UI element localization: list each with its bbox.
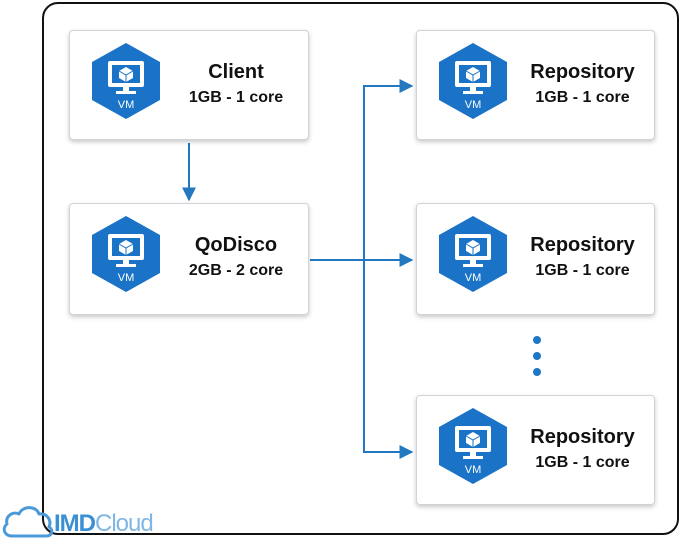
vm-icon: VM (88, 214, 164, 294)
svg-text:VM: VM (118, 99, 135, 111)
repository-node-2: VM Repository 1GB - 1 core (416, 203, 655, 315)
node-title: QoDisco (194, 234, 278, 256)
svg-text:VM: VM (465, 464, 482, 476)
edge-qodisco-repo-1 (363, 79, 414, 260)
edge-qodisco-repo-3 (363, 260, 414, 459)
svg-text:VM: VM (465, 272, 482, 284)
node-title: Repository (530, 234, 635, 256)
node-spec: 1GB - 1 core (535, 89, 630, 106)
svg-text:VM: VM (465, 99, 482, 111)
svg-text:VM: VM (118, 272, 135, 284)
vm-icon: VM (435, 41, 511, 121)
more-repositories-ellipsis (533, 336, 543, 384)
repository-node-3: VM Repository 1GB - 1 core (416, 395, 655, 505)
node-spec: 1GB - 1 core (188, 89, 284, 106)
vm-icon: VM (435, 406, 511, 486)
client-node: VM Client 1GB - 1 core (69, 30, 309, 140)
node-title: Repository (530, 426, 635, 448)
node-spec: 2GB - 2 core (188, 262, 284, 279)
node-title: Client (208, 61, 264, 83)
node-spec: 1GB - 1 core (535, 262, 630, 279)
imdcloud-logo: IMDCloud (0, 500, 154, 542)
cloud-icon (2, 506, 54, 538)
node-spec: 1GB - 1 core (535, 454, 630, 471)
qodisco-node: VM QoDisco 2GB - 2 core (69, 203, 309, 315)
vm-icon: VM (88, 41, 164, 121)
logo-text: IMDCloud (54, 510, 154, 537)
vm-icon: VM (435, 214, 511, 294)
node-title: Repository (530, 61, 635, 83)
repository-node-1: VM Repository 1GB - 1 core (416, 30, 655, 140)
